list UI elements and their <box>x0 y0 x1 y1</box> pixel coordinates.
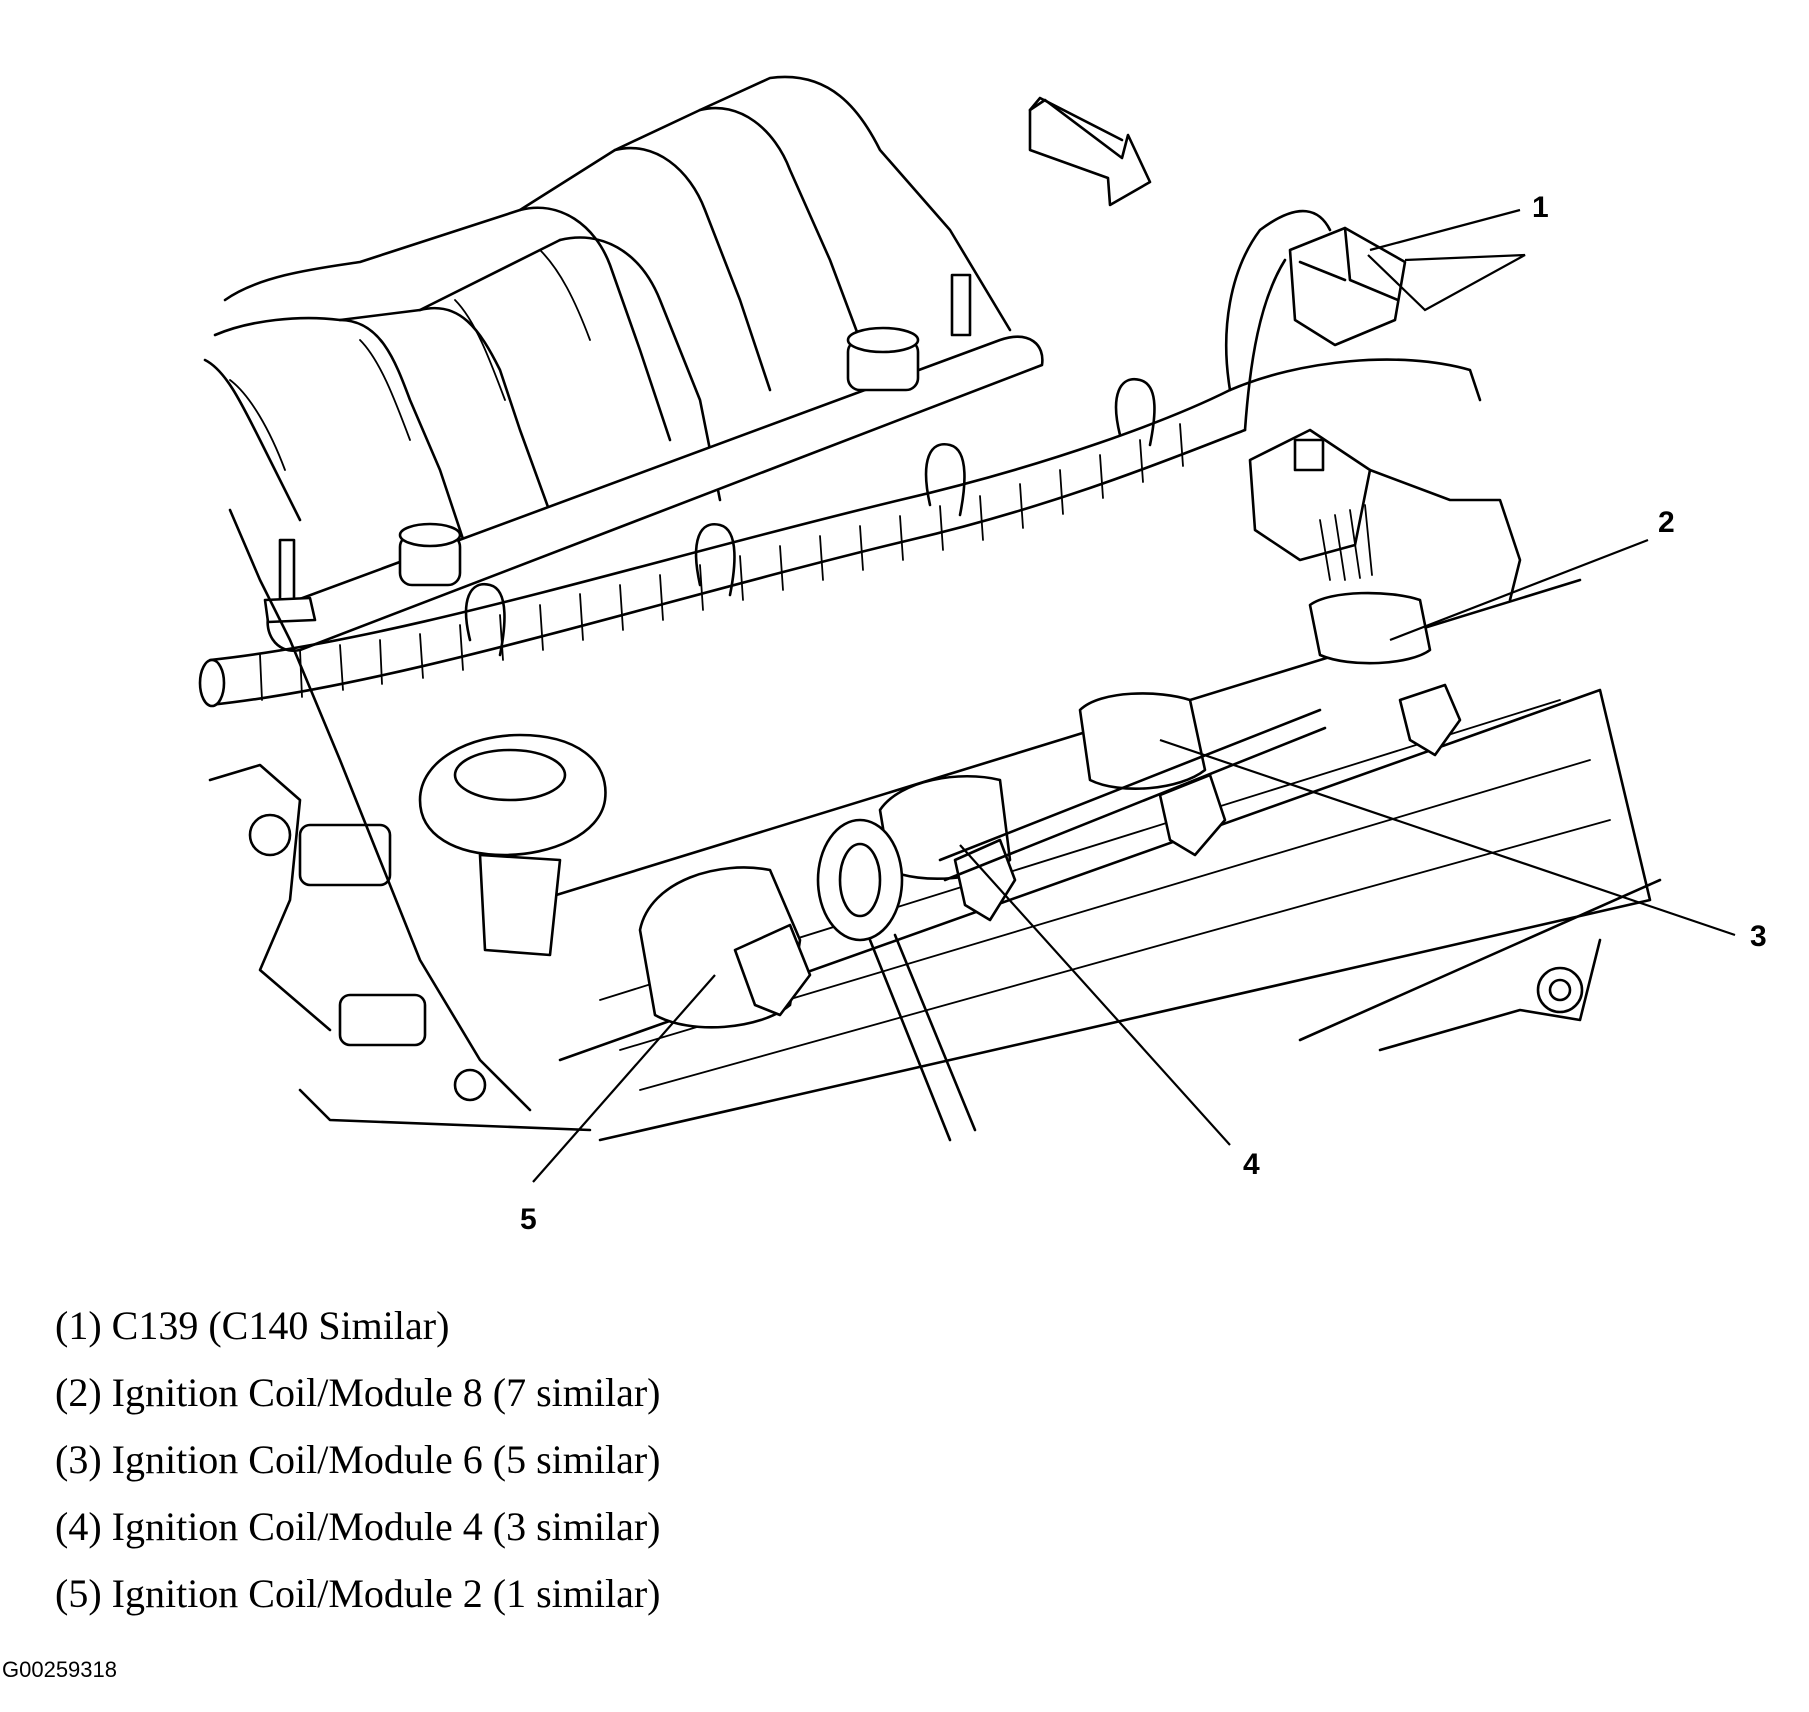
oil-filler-cap <box>418 733 607 957</box>
fuel-rail <box>263 273 1044 652</box>
ignition-coil-8 <box>1308 591 1462 757</box>
callout-3: 3 <box>1750 920 1767 953</box>
callout-1: 1 <box>1532 191 1549 224</box>
leader-3 <box>1159 738 1736 937</box>
ignition-coil-2 <box>638 866 812 1029</box>
leader-1 <box>1369 208 1521 252</box>
connector-c139 <box>1288 226 1407 347</box>
legend-item-2: (2) Ignition Coil/Module 8 (7 similar) <box>55 1370 661 1415</box>
callout-4: 4 <box>1243 1148 1260 1181</box>
leader-1-bracket <box>1367 253 1526 312</box>
intake-manifold <box>203 75 1012 562</box>
bracket-bolt <box>1378 938 1602 1052</box>
ignition-coil-4 <box>878 774 1017 922</box>
callout-5: 5 <box>520 1203 537 1236</box>
valve-cover <box>538 578 1662 1142</box>
callout-2: 2 <box>1658 506 1675 539</box>
legend-item-1: (1) C139 (C140 Similar) <box>55 1303 450 1348</box>
left-sensors <box>208 508 592 1132</box>
direction-arrow-icon <box>1028 98 1152 207</box>
dipstick <box>816 818 977 1142</box>
leader-lines <box>532 208 1736 1183</box>
legend: (1) C139 (C140 Similar) (2) Ignition Coi… <box>55 1292 661 1627</box>
wiring-harness <box>198 209 1482 708</box>
leader-4 <box>959 844 1231 1146</box>
direction-arrow-shadow <box>1028 96 1124 142</box>
legend-item-3: (3) Ignition Coil/Module 6 (5 similar) <box>55 1437 661 1482</box>
ignition-coil-6 <box>1078 692 1227 857</box>
legend-item-5: (5) Ignition Coil/Module 2 (1 similar) <box>55 1571 661 1616</box>
figure-id: G00259318 <box>2 1657 117 1682</box>
connector-coil-8 <box>1248 428 1522 602</box>
leader-2 <box>1389 538 1649 642</box>
leader-5 <box>532 974 716 1183</box>
legend-item-4: (4) Ignition Coil/Module 4 (3 similar) <box>55 1504 661 1549</box>
spark-plug-wire <box>938 708 1327 882</box>
